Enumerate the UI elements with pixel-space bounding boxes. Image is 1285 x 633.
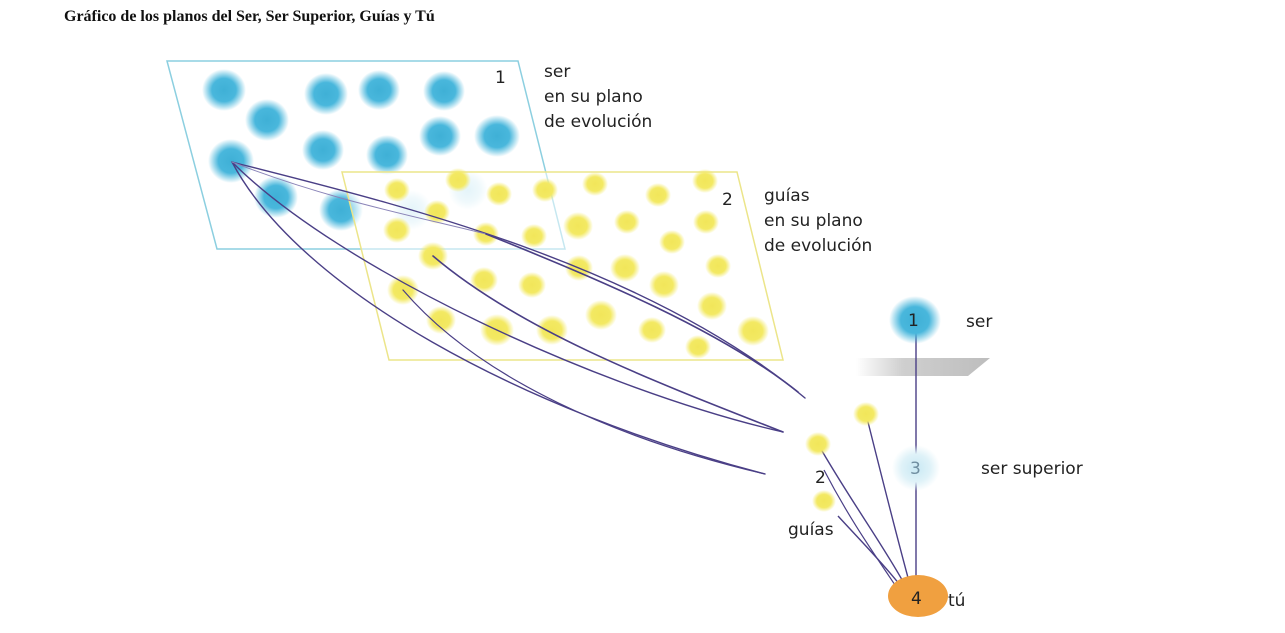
- guia-node: [805, 432, 831, 456]
- guia-dot: [685, 335, 711, 359]
- guia-dot: [585, 300, 617, 330]
- plane-guias-dots: [383, 168, 769, 359]
- connector-line: [485, 233, 799, 393]
- guias-label: guías: [788, 520, 834, 540]
- ser-node-label: ser: [966, 312, 992, 332]
- guia-dot: [692, 169, 718, 193]
- guia-connector: [823, 469, 896, 586]
- guia-dot: [697, 292, 727, 320]
- ser-node-number: 1: [908, 311, 919, 331]
- guia-connector: [865, 413, 911, 586]
- guia-dot: [582, 172, 608, 196]
- guia-dot: [638, 317, 666, 343]
- guia-connector: [837, 515, 901, 586]
- guia-dot: [563, 212, 593, 240]
- guia-dot: [532, 178, 558, 202]
- plane-guias: 2 guías en su plano de evolución: [341, 168, 872, 361]
- connector-line: [402, 289, 766, 475]
- ser-dot: [302, 130, 344, 170]
- guia-dot: [610, 254, 640, 282]
- ser-dot: [202, 69, 246, 111]
- guia-dot: [659, 230, 685, 254]
- ser-dot: [474, 115, 520, 157]
- guia-dot: [486, 182, 512, 206]
- guia-dot: [383, 217, 411, 243]
- guia-connector: [817, 443, 906, 586]
- plane-guias-number: 2: [722, 190, 733, 210]
- ser-dot: [254, 176, 298, 218]
- connector-line: [231, 161, 766, 475]
- connector-line: [231, 161, 487, 235]
- guia-dot: [536, 315, 568, 345]
- guia-dot: [614, 210, 640, 234]
- tu-number: 4: [911, 589, 922, 609]
- guia-node: [812, 490, 836, 512]
- plane-guias-label-1: guías: [764, 186, 810, 206]
- guia-dot: [445, 168, 471, 192]
- ser-dot: [419, 116, 461, 156]
- guia-dot: [649, 271, 679, 299]
- guia-dot: [645, 183, 671, 207]
- ser-dot: [304, 73, 348, 115]
- ser-dot: [358, 70, 400, 110]
- ser-dot: [423, 71, 465, 111]
- ser-superior-node: [892, 445, 940, 491]
- ser-superior-label: ser superior: [981, 459, 1083, 479]
- guia-dot: [470, 267, 498, 293]
- ser-dot: [366, 135, 408, 175]
- plane-ser-label-1: ser: [544, 62, 570, 82]
- connector-line: [231, 161, 806, 399]
- page-title: Gráfico de los planos del Ser, Ser Super…: [64, 8, 435, 25]
- hierarchy: 1 ser 3 ser superior 2 guías 4 tú: [788, 296, 1083, 617]
- plane-ser-label-2: en su plano: [544, 87, 643, 107]
- guia-node: [853, 402, 879, 426]
- guia-dot: [705, 254, 731, 278]
- guia-dot: [521, 224, 547, 248]
- guia-dot: [424, 200, 450, 224]
- connector-line: [432, 255, 784, 433]
- tu-node: [888, 575, 948, 617]
- ser-node: [889, 296, 941, 344]
- guia-dot: [384, 178, 410, 202]
- divider-bar: [856, 358, 990, 376]
- plane-ser-number: 1: [495, 68, 506, 88]
- guia-dot: [693, 210, 719, 234]
- guia-dot: [426, 306, 456, 334]
- plane-ser-label-3: de evolución: [544, 112, 652, 132]
- guia-dot: [518, 272, 546, 298]
- plane-guias-label-3: de evolución: [764, 236, 872, 256]
- tu-label: tú: [948, 591, 965, 611]
- guias-number: 2: [815, 468, 826, 488]
- guia-dot: [737, 316, 769, 346]
- ser-superior-number: 3: [910, 459, 921, 479]
- ser-dot: [245, 99, 289, 141]
- connector-line: [231, 161, 784, 433]
- plane-guias-label-2: en su plano: [764, 211, 863, 231]
- plane-connectors: [231, 161, 806, 475]
